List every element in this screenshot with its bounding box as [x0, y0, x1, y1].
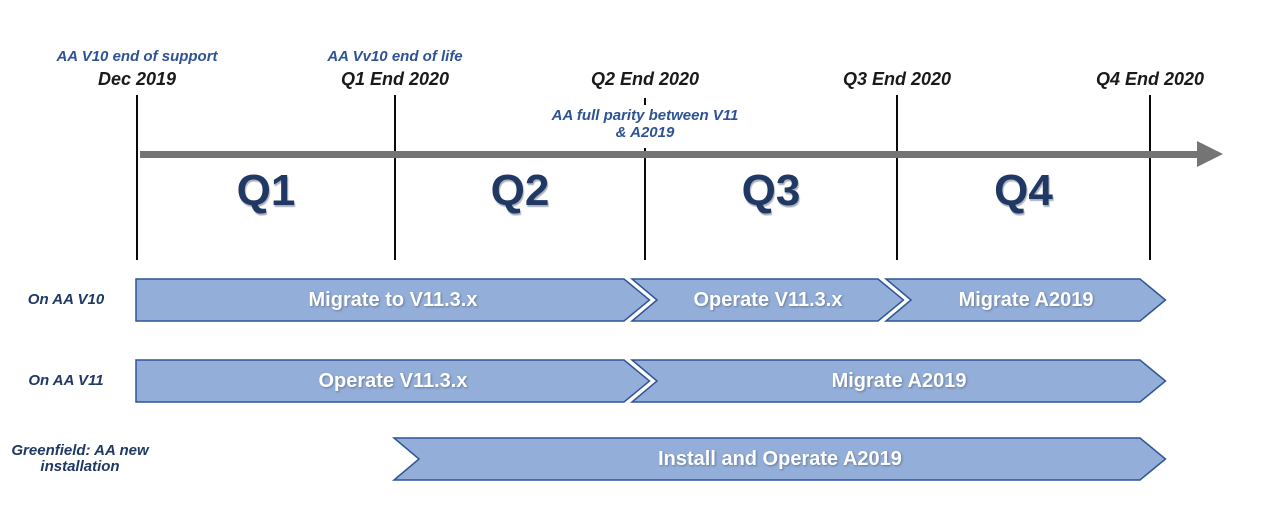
- timeline-axis: [140, 151, 1198, 158]
- milestone-3-date: Q2 End 2020: [590, 69, 700, 89]
- milestone-3-note: AA full parity between V11 & A2019: [551, 107, 739, 142]
- quarter-label-q4: Q4: [994, 166, 1053, 215]
- arrow-install-operate-a2019: Install and Operate A2019: [391, 437, 1167, 481]
- milestone-1-title: AA V10 end of support: [56, 48, 218, 65]
- milestone-2-line: [394, 95, 396, 260]
- quarter-label-q1: Q1: [236, 166, 296, 215]
- arrow-migrate-a2019-row1: Migrate A2019: [883, 278, 1167, 322]
- timeline-arrowhead-icon: [1197, 141, 1223, 167]
- milestone-2-date: Q1 End 2020: [340, 69, 450, 89]
- milestone-1-line: [136, 95, 138, 260]
- arrow-label: Migrate A2019: [831, 369, 967, 392]
- arrow-operate-v11-row2: Operate V11.3.x: [135, 359, 651, 403]
- milestone-3-line: [644, 148, 646, 260]
- quarter-label-q2: Q2: [490, 166, 550, 215]
- arrow-label: Operate V11.3.x: [318, 369, 468, 392]
- milestone-2-title: AA Vv10 end of life: [327, 48, 463, 65]
- milestone-5-line: [1149, 95, 1151, 260]
- row-label-on-aa-v10: On AA V10: [27, 290, 105, 308]
- milestone-3-tick: [644, 98, 646, 105]
- milestone-1-date: Dec 2019: [97, 69, 177, 89]
- arrow-label: Install and Operate A2019: [658, 447, 902, 470]
- row-label-greenfield: Greenfield: AA new installation: [11, 441, 149, 475]
- milestone-5-date: Q4 End 2020: [1095, 69, 1205, 89]
- arrow-label: Migrate A2019: [958, 288, 1094, 311]
- quarter-label-q3: Q3: [741, 166, 801, 215]
- arrow-migrate-a2019-row2: Migrate A2019: [629, 359, 1167, 403]
- arrow-operate-v11-row1: Operate V11.3.x: [629, 278, 905, 322]
- arrow-label: Migrate to V11.3.x: [308, 288, 478, 311]
- milestone-4-line: [896, 95, 898, 260]
- row-label-on-aa-v11: On AA V11: [28, 371, 104, 389]
- arrow-migrate-to-v11: Migrate to V11.3.x: [135, 278, 651, 322]
- milestone-4-date: Q3 End 2020: [842, 69, 952, 89]
- arrow-label: Operate V11.3.x: [693, 288, 843, 311]
